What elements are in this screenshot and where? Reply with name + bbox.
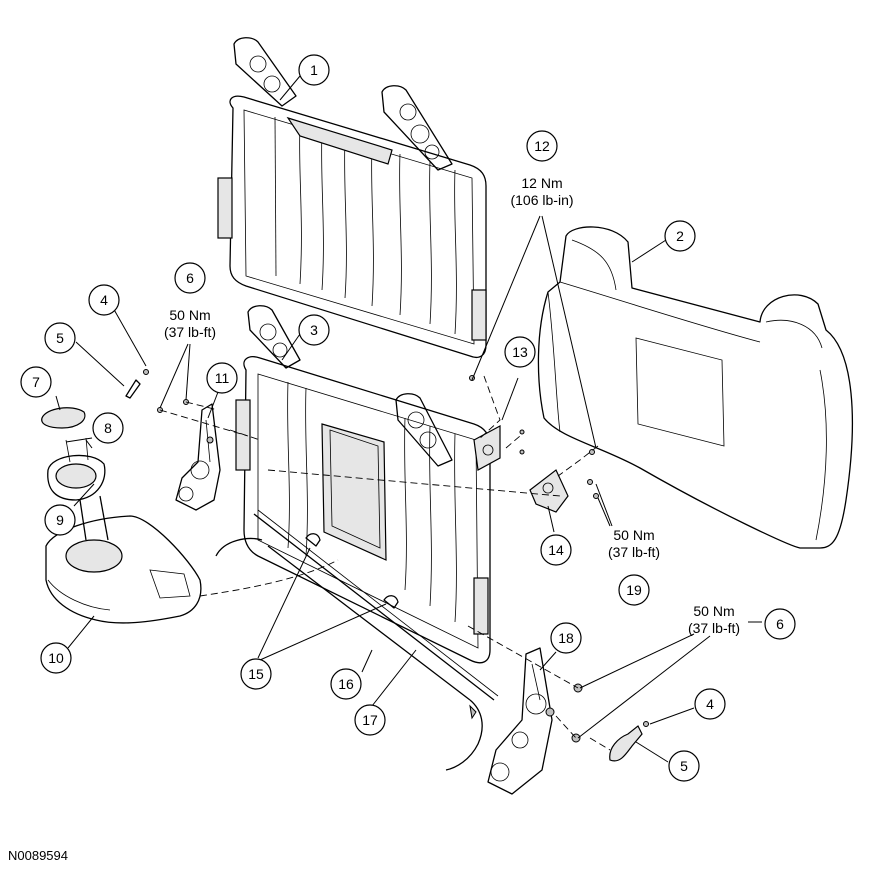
- torque-6-right-imperial: (37 lb-ft): [688, 620, 740, 636]
- cup-holder-insert: [47, 437, 109, 541]
- callout-1: 1: [298, 54, 330, 86]
- callout-4-left: 4: [88, 284, 120, 316]
- callout-12: 12: [526, 130, 558, 162]
- seat-back-frame-upper: [217, 37, 487, 359]
- callout-5-right: 5: [668, 750, 700, 782]
- callout-19-number: 19: [626, 582, 642, 598]
- callout-11-number: 11: [215, 370, 230, 386]
- callout-9: 9: [44, 504, 76, 536]
- callout-18-number: 18: [558, 630, 574, 646]
- recliner-mechanism-left: [175, 403, 221, 511]
- callout-10-number: 10: [48, 650, 64, 666]
- callout-4-right-number: 4: [706, 696, 714, 712]
- seat-back-cushion: [537, 226, 854, 549]
- torque-19-nm: 50 Nm: [613, 527, 654, 543]
- torque-19-imperial: (37 lb-ft): [608, 544, 660, 560]
- cap: [41, 407, 86, 429]
- torque-6-right-nm: 50 Nm: [693, 603, 734, 619]
- recliner-mechanism-right: [487, 647, 555, 795]
- callout-16: 16: [330, 668, 362, 700]
- callout-16-number: 16: [338, 676, 354, 692]
- torque-12-nm: 12 Nm: [521, 175, 562, 191]
- callout-7-number: 7: [32, 374, 40, 390]
- torque-6-left-nm: 50 Nm: [169, 307, 210, 323]
- torque-spec-12: 12 Nm (106 lb-in): [510, 175, 573, 208]
- callout-6-left: 6: [174, 262, 206, 294]
- callout-2: 2: [664, 220, 696, 252]
- callout-17: 17: [354, 704, 386, 736]
- callout-14-number: 14: [548, 542, 564, 558]
- callout-12-number: 12: [534, 138, 550, 154]
- callout-14: 14: [540, 534, 572, 566]
- callout-4-left-number: 4: [100, 292, 108, 308]
- callout-8-number: 8: [104, 420, 112, 436]
- callout-6-right: 6: [764, 608, 796, 640]
- callout-3: 3: [298, 314, 330, 346]
- torque-6-left-imperial: (37 lb-ft): [164, 324, 216, 340]
- callout-9-number: 9: [56, 512, 64, 528]
- callout-15-number: 15: [248, 666, 264, 682]
- callout-1-number: 1: [310, 62, 318, 78]
- callout-10: 10: [40, 642, 72, 674]
- callout-19: 19: [618, 574, 650, 606]
- clips-rods-cable: [215, 509, 499, 771]
- torque-spec-6-right: 50 Nm (37 lb-ft): [688, 603, 740, 636]
- torque-spec-6-left: 50 Nm (37 lb-ft): [164, 307, 216, 340]
- callout-11: 11: [206, 362, 238, 394]
- assembly-lines: [159, 375, 611, 751]
- release-lever: [609, 725, 643, 762]
- callout-13-number: 13: [512, 344, 528, 360]
- callout-7: 7: [20, 366, 52, 398]
- torque-12-imperial: (106 lb-in): [510, 192, 573, 208]
- callout-18: 18: [550, 622, 582, 654]
- callout-5-left: 5: [44, 322, 76, 354]
- leader-lines: [55, 75, 762, 763]
- figure-id: N0089594: [8, 848, 68, 863]
- callout-5-right-number: 5: [680, 758, 688, 774]
- hinge-bracket-13: [473, 424, 501, 471]
- callout-8: 8: [92, 412, 124, 444]
- callout-6-left-number: 6: [186, 270, 194, 286]
- callout-5-left-number: 5: [56, 330, 64, 346]
- torque-spec-19: 50 Nm (37 lb-ft): [608, 527, 660, 560]
- callout-17-number: 17: [362, 712, 378, 728]
- callout-15: 15: [240, 658, 272, 690]
- callout-6-right-number: 6: [776, 616, 784, 632]
- callout-4-right: 4: [694, 688, 726, 720]
- callout-2-number: 2: [676, 228, 684, 244]
- callout-3-number: 3: [310, 322, 318, 338]
- callout-13: 13: [504, 336, 536, 368]
- seat-back-frame-lower: [235, 305, 491, 664]
- hinge-bracket-14: [529, 469, 569, 513]
- armrest: [45, 515, 202, 624]
